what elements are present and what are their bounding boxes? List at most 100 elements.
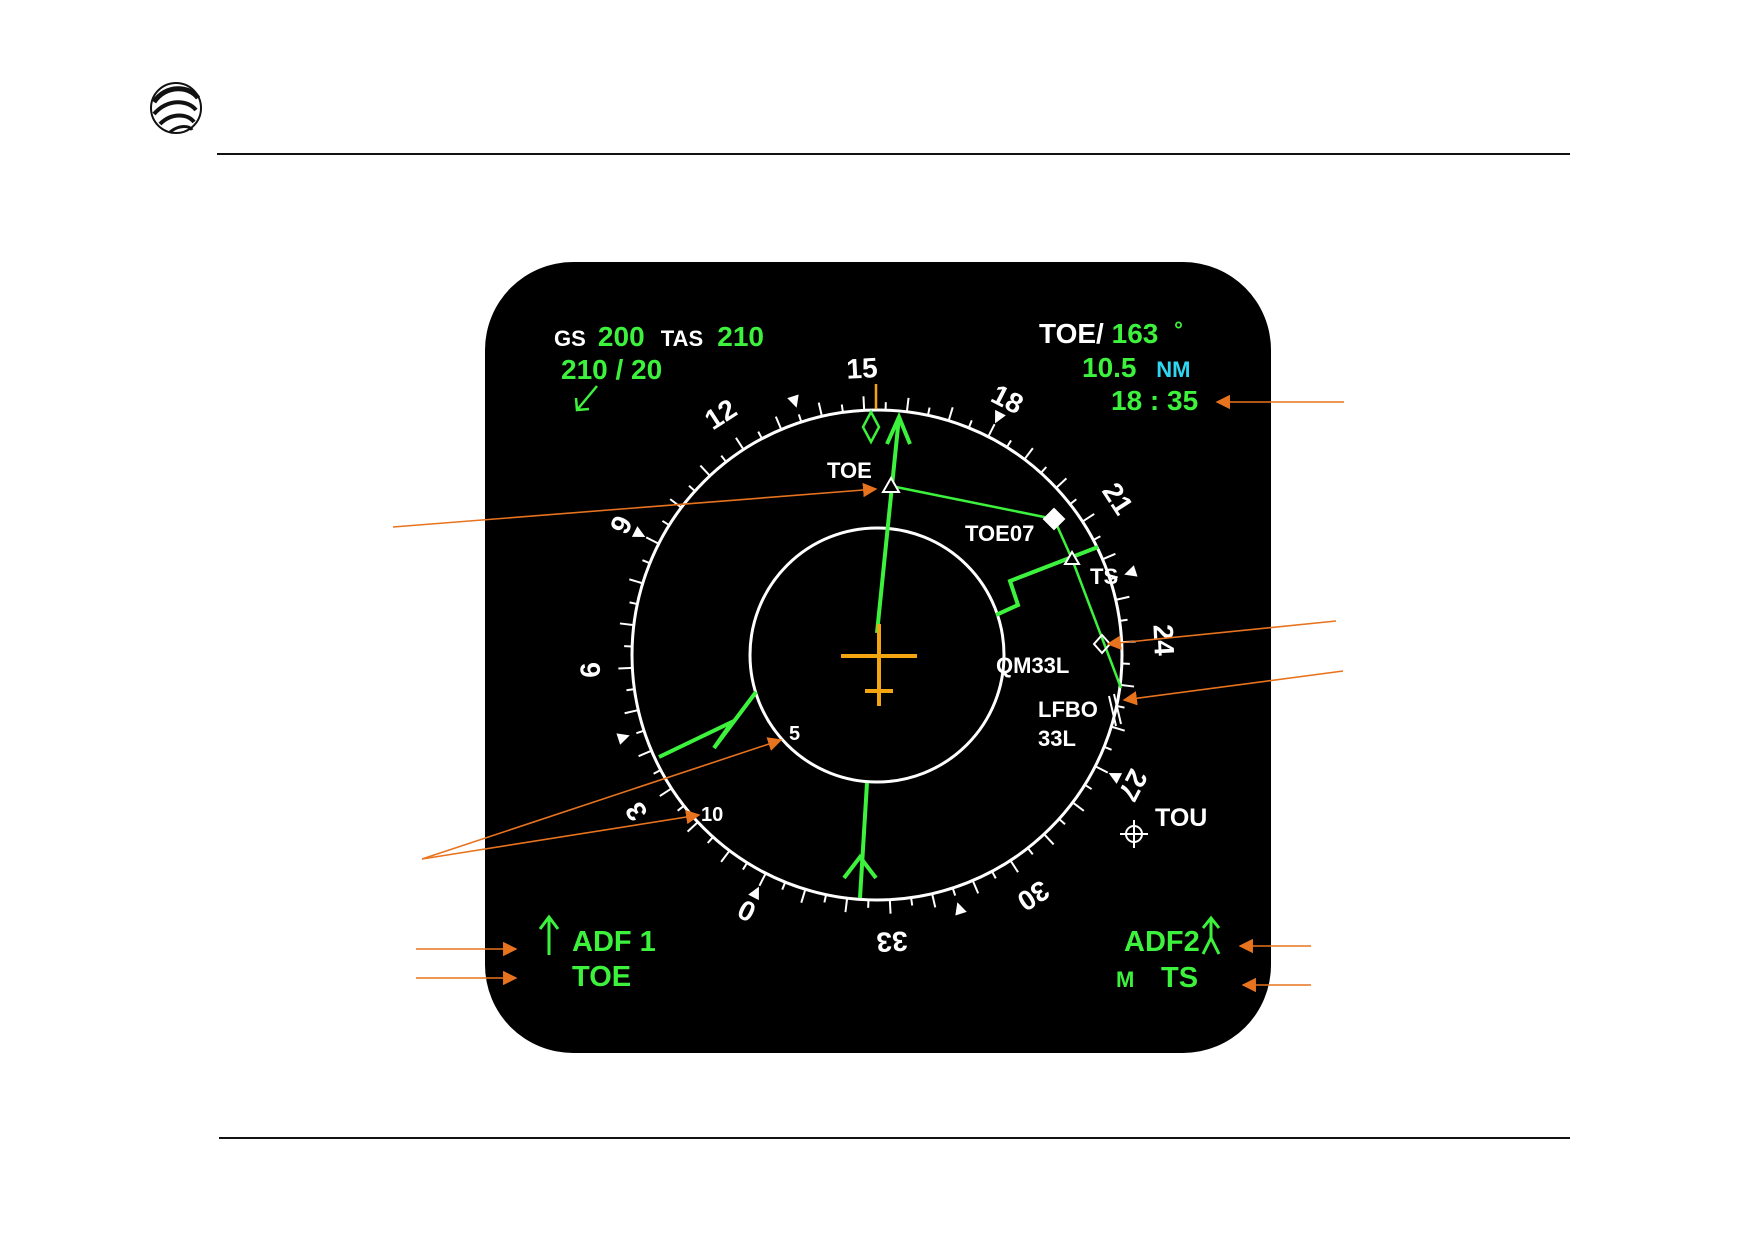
compass-tick [653,769,662,775]
compass-tick [626,688,635,692]
compass-tick [1116,704,1125,709]
compass-tick [888,899,892,914]
range-label-inner: 5 [789,723,800,745]
wind-readout: 210 / 20 [561,354,662,385]
wind-arrow-icon [574,385,598,412]
callout-range-outer [421,809,701,860]
adf1-ident: TOE [572,961,631,993]
compass-tick [661,520,670,527]
compass-tick [774,416,783,430]
compass-tick [800,889,807,903]
distance-unit: NM [1156,357,1190,382]
compass-tick [720,455,727,463]
compass-tick [1043,833,1055,846]
compass-tick [1027,847,1034,855]
compass-heading-label: 15 [846,352,879,385]
compass-tick [967,420,973,429]
waypoint-label-33l: 33L [1038,726,1076,751]
compass-tick [817,402,823,417]
range-inner-ring [748,526,1006,784]
adf1-needle-tail [858,782,869,899]
waypoint-label-ts: TS [1090,564,1118,589]
tou-vor-icon [1120,820,1148,848]
compass-tick [1058,818,1066,826]
adf2-label: ADF2 [1124,926,1200,958]
gs-value: 200 [598,321,645,352]
compass-tick [905,397,910,412]
compass-tick [947,407,954,421]
compass-tick [1115,595,1130,601]
compass-45deg-marker [1108,773,1123,784]
waypoint-bearing: 163 [1112,318,1159,349]
adf2-mode: M [1116,967,1134,992]
compass-tick [1081,513,1095,523]
callout-qm33l [1106,620,1337,650]
compass-tick [642,559,651,565]
tas-label: TAS [661,326,703,351]
compass-tick [1092,535,1101,541]
adf1-needle-arrowhead [885,411,912,445]
compass-tick [910,897,914,906]
adf1-needle-tail-fork [842,853,878,880]
compass-tick [720,850,731,863]
svg-text:GS 200 TAS 210: GS 200 TAS 210 [554,321,764,352]
waypoint-label-qm33l: QM33L [996,653,1069,678]
single-needle-arrow-icon [538,914,560,955]
footer-rule [219,1137,1570,1139]
callout-arrows [392,394,1344,993]
compass-45deg-marker [631,526,646,537]
compass-tick [645,536,660,545]
track-diamond-icon [861,409,881,445]
compass-tick [862,396,866,411]
ts-navaid-triangle-icon [1063,550,1081,565]
compass-tick [1072,801,1085,812]
toe-navaid-triangle-icon [881,475,901,493]
compass-tick [823,894,828,903]
compass-tick [1005,439,1012,448]
compass-tick [624,709,639,715]
compass-tick [735,437,745,451]
waypoint-distance: 10.5 [1082,352,1137,383]
compass-tick [1120,683,1135,688]
compass-tick [1040,466,1048,474]
compass-tick [659,787,673,797]
adf1-label: ADF 1 [572,926,656,958]
waypoint-label-toe: TOE [827,458,872,483]
toe07-waypoint-diamond-icon [1042,507,1066,531]
tas-value: 210 [717,321,764,352]
compass-tick [951,887,957,896]
compass-tick [1084,783,1093,790]
adf1-needle-head [875,416,901,634]
svg-text:TOE/ 163 °: TOE/ 163 ° [1039,317,1183,349]
compass-tick [669,498,682,509]
compass-tick [844,898,849,913]
compass-tick [971,880,980,894]
compass-tick [1069,498,1077,505]
compass-tick [840,404,844,413]
bearing-unit: ° [1174,317,1183,342]
svg-text:10.5 NM: 10.5 NM [1082,352,1191,383]
gs-label: GS [554,326,586,351]
double-needle-arrow-icon [1201,915,1221,955]
compass-tick [1055,477,1068,489]
compass-tick [742,862,749,871]
compass-tick [618,666,633,670]
compass-tick [677,805,685,812]
compass-tick [629,578,643,585]
compass-45deg-marker [995,409,1006,424]
compass-45deg-marker [748,886,759,901]
compass-tick [991,870,997,879]
compass-tick [699,464,711,477]
swirl-logo-icon [150,82,202,134]
compass-45deg-marker [955,902,967,916]
compass-tick [1111,725,1125,732]
compass-tick [629,601,638,606]
compass-tick [1119,618,1128,622]
lfbo-runway-icon [1108,693,1122,727]
compass-tick [636,729,645,735]
compass-outer-ring [630,408,1124,902]
waypoint-label-tou: TOU [1155,804,1207,832]
compass-tick [931,893,937,908]
compass-heading-label: 6 [575,661,607,678]
